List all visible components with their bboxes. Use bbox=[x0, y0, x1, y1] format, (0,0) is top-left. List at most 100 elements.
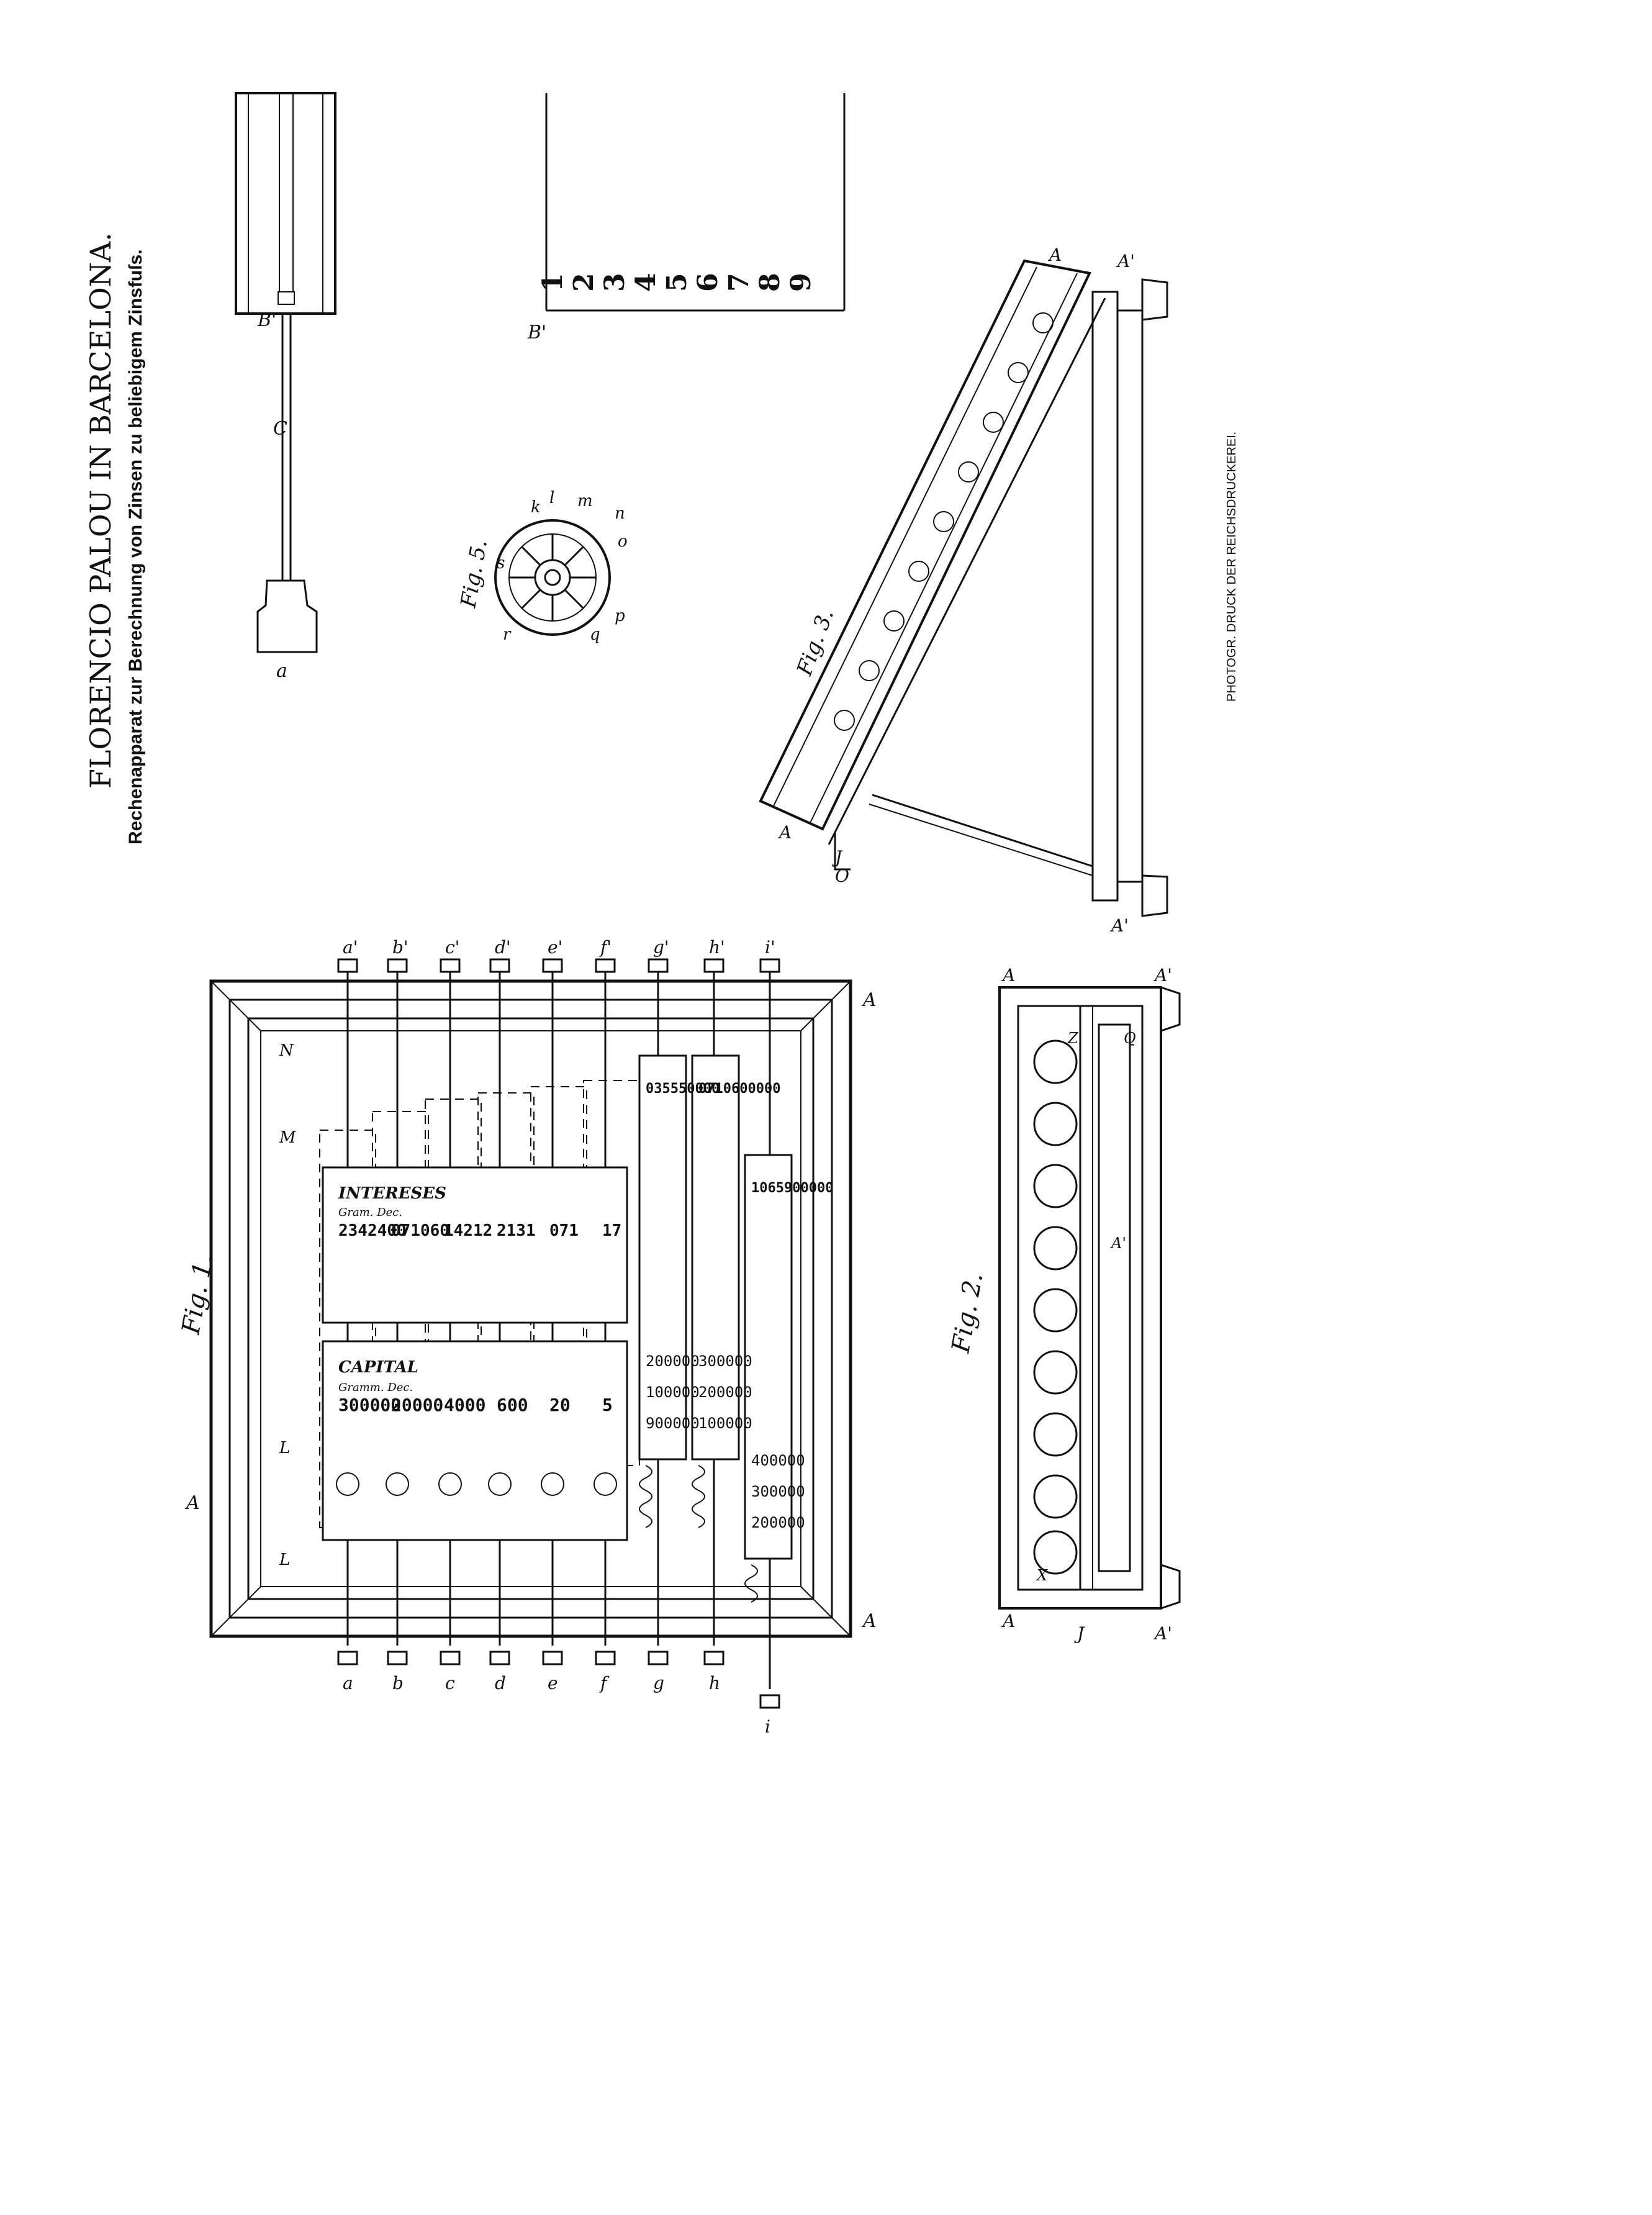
fig4-rod: B' C a bbox=[235, 92, 336, 682]
intereses-row-4: 071 bbox=[549, 1221, 579, 1240]
scale-digit: 2 bbox=[568, 273, 600, 292]
knob-label-b: b bbox=[392, 1673, 404, 1693]
scale-digit: 1 bbox=[537, 273, 569, 292]
fig3-label-a-prime-top: A' bbox=[1116, 251, 1135, 271]
fig1-label-l2: L bbox=[279, 1551, 290, 1569]
capital-title: CAPITAL bbox=[338, 1358, 418, 1377]
capital-row-2: 4000 bbox=[444, 1395, 485, 1415]
fig5-wheel: k l m n o p q r s Fig. 5. bbox=[456, 489, 627, 644]
capital-row-4: 20 bbox=[549, 1395, 571, 1415]
knob-label-f-prime: f' bbox=[599, 937, 612, 958]
table-2-value-0: 200000 bbox=[751, 1514, 805, 1531]
knob-label-c: c bbox=[445, 1673, 455, 1693]
fig2-label-x: X bbox=[1036, 1567, 1048, 1584]
fig2-cross-section: Fig. 2. A A' J A A' X A' Z Q bbox=[946, 965, 1181, 1644]
fig1-label-n: N bbox=[279, 1041, 294, 1060]
fig5-label-o: o bbox=[618, 532, 628, 551]
fig3-label-a-prime: A' bbox=[1109, 915, 1129, 936]
table-1-readout: 0710600000 bbox=[698, 1081, 780, 1097]
table-2-value-2: 400000 bbox=[751, 1452, 805, 1469]
table-1-value-1: 200000 bbox=[698, 1384, 752, 1401]
imprint-text: PHOTOGR. DRUCK DER REICHSDRUCKEREI. bbox=[1225, 432, 1239, 702]
fig1-label-a: A bbox=[184, 1492, 200, 1514]
fig4-label-b: B' bbox=[257, 309, 276, 331]
intereses-row-3: 2131 bbox=[497, 1221, 536, 1240]
scale-digit: 3 bbox=[599, 273, 631, 292]
scale-digit: 7 bbox=[723, 273, 755, 292]
fig2-label-j: J bbox=[1074, 1623, 1085, 1644]
fig3-side-view: Fig. 3. A J O A' A A' bbox=[759, 245, 1168, 936]
fig2-label-a-bottom: A bbox=[1001, 1611, 1015, 1631]
intereses-subtitle: Gram. Dec. bbox=[338, 1206, 402, 1219]
fig5-label-p: p bbox=[615, 607, 625, 625]
capital-row-0: 300000 bbox=[338, 1395, 401, 1415]
fig2-label-z: Z bbox=[1067, 1030, 1079, 1047]
knob-label-b-prime: b' bbox=[392, 937, 408, 958]
intereses-row-0: 2342400 bbox=[338, 1221, 407, 1240]
table-0-value-1: 100000 bbox=[646, 1384, 700, 1401]
fig5-label-k: k bbox=[531, 498, 541, 517]
fig1-label-l: L bbox=[279, 1439, 290, 1457]
fig1-label-a-top: A bbox=[861, 989, 877, 1011]
scale-digit: 4 bbox=[630, 273, 662, 292]
fig5-label-q: q bbox=[590, 625, 600, 644]
knob-label-c-prime: c' bbox=[445, 937, 459, 958]
page-subtitle: Rechenapparat zur Berechnung von Zinsen … bbox=[125, 250, 146, 845]
table-0-value-0: 900000 bbox=[646, 1415, 700, 1432]
table-2-readout: 1065900000 bbox=[751, 1180, 833, 1196]
table-2-value-1: 300000 bbox=[751, 1483, 805, 1500]
intereses-row-5: 17 bbox=[602, 1221, 621, 1240]
capital-subtitle: Gramm. Dec. bbox=[338, 1381, 413, 1394]
knob-label-i-prime: i' bbox=[765, 937, 775, 958]
fig2-label-a-prime-mid: A' bbox=[1110, 1234, 1126, 1252]
scale-label: B' bbox=[527, 322, 546, 343]
scale-digit: 6 bbox=[692, 273, 724, 292]
capital-row-3: 600 bbox=[497, 1395, 528, 1415]
knob-label-d-prime: d' bbox=[495, 937, 511, 958]
fig5-label-n: n bbox=[615, 504, 625, 523]
knob-label-f: f bbox=[599, 1673, 610, 1693]
knob-label-d: d bbox=[495, 1673, 506, 1693]
fig2-label-a-prime-bottom: A' bbox=[1153, 1623, 1172, 1644]
fig2-label-a: A bbox=[1001, 965, 1015, 985]
knob-label-g: g bbox=[653, 1673, 664, 1693]
knob-label-i: i bbox=[765, 1716, 770, 1737]
knob-label-h: h bbox=[709, 1673, 720, 1693]
scale-digit: 8 bbox=[754, 273, 786, 292]
intereses-row-2: 14212 bbox=[444, 1221, 492, 1240]
fig4-label-c: C bbox=[273, 418, 287, 440]
fig2-caption: Fig. 2. bbox=[946, 1271, 988, 1356]
page-title: FLORENCIO PALOU IN BARCELONA. bbox=[84, 232, 117, 789]
knob-label-h-prime: h' bbox=[709, 937, 725, 958]
fig2-label-q: Q bbox=[1124, 1030, 1136, 1047]
number-scale: B' 1 2 3 4 5 6 7 8 9 bbox=[527, 93, 846, 343]
fig4-label-a: a bbox=[276, 660, 287, 682]
fig3-label-o: O bbox=[835, 866, 849, 886]
knob-label-g-prime: g' bbox=[653, 937, 669, 958]
fig5-label-l: l bbox=[549, 489, 554, 507]
fig1-plan-view: CAPITAL Gramm. Dec. 300000 20000 4000 60… bbox=[176, 937, 876, 1737]
intereses-row-1: 071060 bbox=[391, 1221, 449, 1240]
table-1-value-2: 300000 bbox=[698, 1352, 752, 1370]
fig5-label-r: r bbox=[503, 625, 512, 644]
table-0-readout: 035550000 bbox=[646, 1081, 720, 1097]
scale-digit: 5 bbox=[661, 273, 693, 292]
knob-label-a: a bbox=[343, 1673, 353, 1693]
fig1-label-m: M bbox=[279, 1128, 297, 1147]
fig5-label-s: s bbox=[497, 554, 505, 573]
scale-digit: 9 bbox=[785, 273, 817, 292]
knob-label-a-prime: a' bbox=[343, 937, 358, 958]
fig2-label-a-prime: A' bbox=[1153, 965, 1172, 985]
fig5-caption: Fig. 5. bbox=[456, 538, 492, 610]
fig5-label-m: m bbox=[577, 492, 593, 510]
knob-label-e-prime: e' bbox=[548, 937, 562, 958]
capital-row-5: 5 bbox=[602, 1395, 613, 1415]
fig3-label-j: J bbox=[832, 847, 843, 867]
fig1-label-a-bottom: A bbox=[861, 1610, 877, 1632]
knob-label-e: e bbox=[548, 1673, 558, 1693]
table-1-value-0: 100000 bbox=[698, 1415, 752, 1432]
intereses-title: INTERESES bbox=[338, 1184, 446, 1203]
capital-row-1: 20000 bbox=[391, 1395, 443, 1415]
table-0-value-2: 200000 bbox=[646, 1352, 700, 1370]
